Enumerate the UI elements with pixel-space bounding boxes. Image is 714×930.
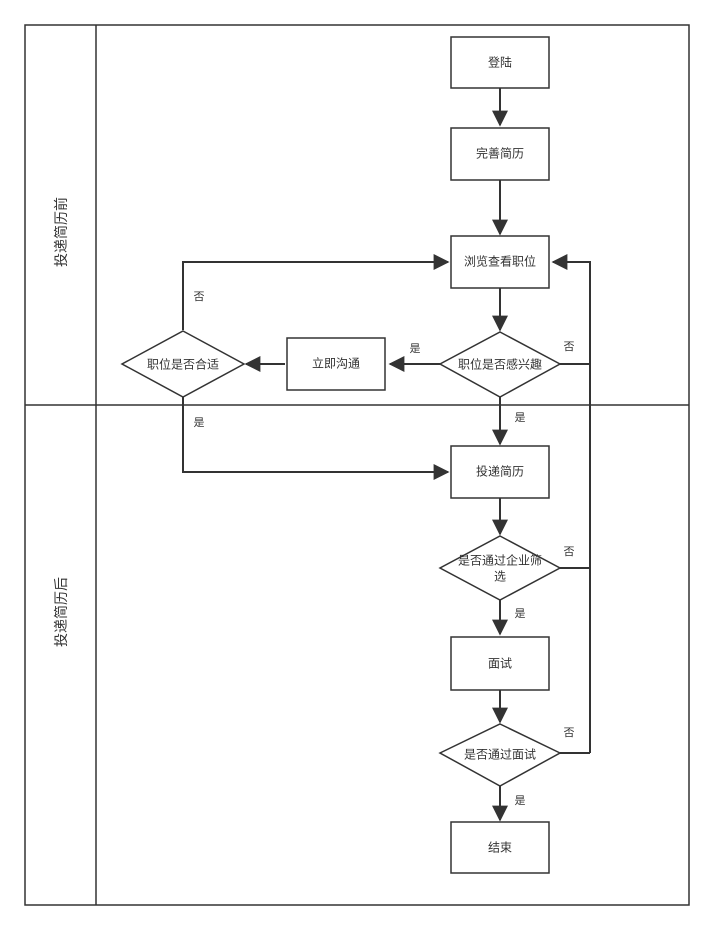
edge-label-yes-screen: 是 xyxy=(515,607,526,620)
node-interview-label: 面试 xyxy=(488,656,512,671)
decision-pass-interview-label: 是否通过面试 xyxy=(464,747,536,762)
edge-label-yes-chat: 是 xyxy=(410,342,421,355)
node-end-label: 结束 xyxy=(488,841,512,855)
node-submit-resume-label: 投递简历 xyxy=(476,464,524,479)
edge-label-no-interview: 否 xyxy=(564,726,575,739)
decision-screening-label-line2: 选 xyxy=(494,570,506,584)
edge-loop-back-browse xyxy=(551,254,591,753)
lane-label-before: 投递简历前 xyxy=(53,197,70,267)
edge-label-no-interest: 否 xyxy=(564,340,575,353)
edge-label-yes-suitable: 是 xyxy=(194,416,205,429)
node-browse-jobs: 浏览查看职位 xyxy=(450,235,550,289)
lane-label-after: 投递简历后 xyxy=(53,577,70,647)
decision-suitable: 职位是否合适 xyxy=(120,330,246,398)
node-complete-resume: 完善简历 xyxy=(450,127,550,181)
edge-suitable-yes-submit xyxy=(182,397,450,480)
node-browse-jobs-label: 浏览查看职位 xyxy=(464,254,536,269)
node-chat-now: 立即沟通 xyxy=(286,337,386,391)
decision-suitable-label: 职位是否合适 xyxy=(147,357,219,372)
pool-frame xyxy=(24,24,690,906)
node-login: 登陆 xyxy=(450,36,550,89)
node-login-label: 登陆 xyxy=(488,55,512,70)
edge-label-no-screen: 否 xyxy=(564,545,575,558)
node-end: 结束 xyxy=(450,821,550,874)
decision-interest: 职位是否感兴趣 xyxy=(438,331,562,398)
edge-suitable-no-browse xyxy=(182,254,450,330)
decision-screening-label-line1: 是否通过企业筛 xyxy=(458,553,542,568)
node-submit-resume: 投递简历 xyxy=(450,445,550,499)
edge-label-no-suitable: 否 xyxy=(194,290,205,303)
decision-screening: 是否通过企业筛 选 xyxy=(438,535,562,601)
edge-label-yes-interview: 是 xyxy=(515,794,526,807)
edge-label-yes-interest: 是 xyxy=(515,411,526,424)
decision-pass-interview: 是否通过面试 xyxy=(438,723,562,787)
node-complete-resume-label: 完善简历 xyxy=(476,146,524,161)
node-interview: 面试 xyxy=(450,636,550,691)
node-chat-now-label: 立即沟通 xyxy=(312,356,360,371)
decision-interest-label: 职位是否感兴趣 xyxy=(458,357,542,372)
